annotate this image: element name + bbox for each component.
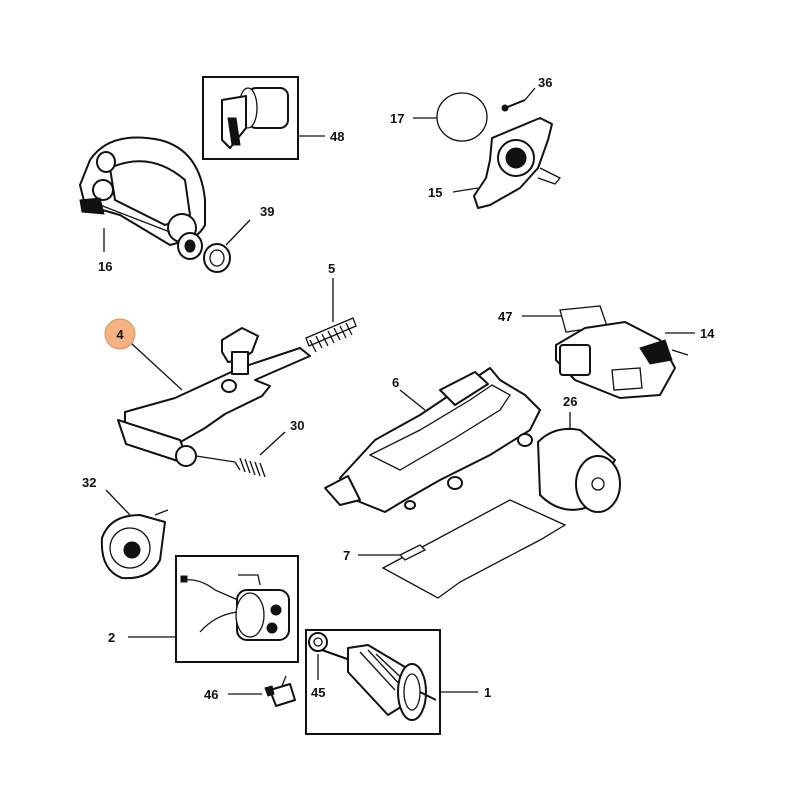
- part-45-bearing: [308, 632, 328, 652]
- part-14-switch: [555, 321, 689, 399]
- part-5-spring: [305, 317, 357, 353]
- leader-6: [399, 389, 426, 411]
- callout-17[interactable]: 17: [390, 111, 404, 126]
- part-48-bushing: [202, 76, 299, 160]
- callout-47[interactable]: 47: [498, 309, 512, 324]
- part-32-shroud: [100, 509, 169, 580]
- callout-46[interactable]: 46: [204, 687, 218, 702]
- part-1-armature: [305, 629, 441, 735]
- part-15-guard: [473, 117, 562, 209]
- part-16-handle: [79, 136, 206, 260]
- callout-1[interactable]: 1: [484, 685, 491, 700]
- callout-7[interactable]: 7: [343, 548, 350, 563]
- leader-30: [259, 431, 286, 456]
- callout-2[interactable]: 2: [108, 630, 115, 645]
- part-39-ring: [203, 243, 231, 273]
- leader-36: [524, 87, 536, 101]
- callout-26[interactable]: 26: [563, 394, 577, 409]
- part-6-housing: [324, 367, 541, 513]
- leader-4: [130, 342, 183, 391]
- leader-32: [105, 489, 131, 516]
- callout-15[interactable]: 15: [428, 185, 442, 200]
- callout-5[interactable]: 5: [328, 261, 335, 276]
- part-30-spring: [234, 457, 266, 478]
- callout-48[interactable]: 48: [330, 129, 344, 144]
- callout-14[interactable]: 14: [700, 326, 715, 341]
- callout-45[interactable]: 45: [311, 685, 325, 700]
- part-4-switch-lever: [117, 327, 311, 467]
- callout-30[interactable]: 30: [290, 418, 304, 433]
- callout-label: 4: [116, 327, 124, 342]
- part-7-plate: [381, 499, 567, 599]
- part-17-disc: [436, 92, 488, 142]
- callout-36[interactable]: 36: [538, 75, 552, 90]
- part-46-brush: [264, 675, 296, 707]
- part-26-cylinder: [537, 427, 621, 513]
- leader-39: [225, 219, 251, 246]
- part-36-screw: [501, 99, 526, 112]
- callout-6[interactable]: 6: [392, 375, 399, 390]
- callout-4[interactable]: 4: [104, 318, 136, 350]
- callout-32[interactable]: 32: [82, 475, 96, 490]
- callout-16[interactable]: 16: [98, 259, 112, 274]
- callout-39[interactable]: 39: [260, 204, 274, 219]
- part-2-stator: [175, 555, 299, 663]
- highlight-badge: [104, 318, 136, 350]
- leader-15: [452, 187, 479, 193]
